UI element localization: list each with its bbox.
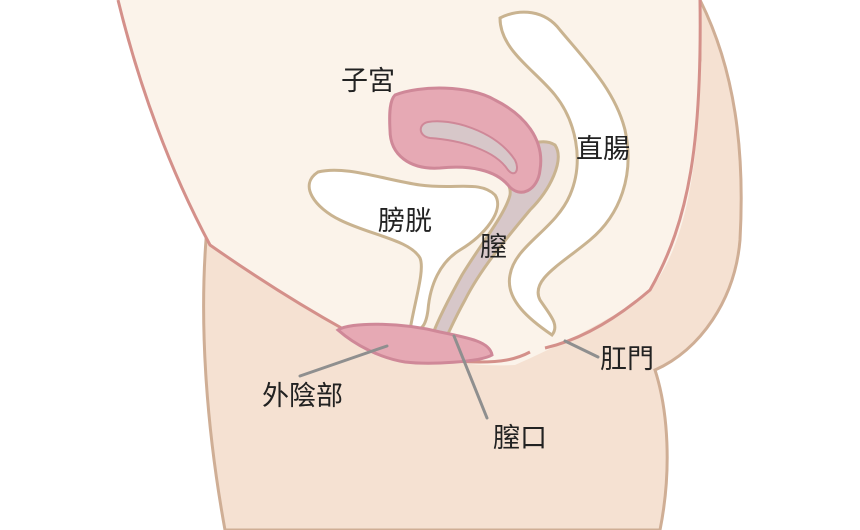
label-vaginal-opening: 膣口	[493, 423, 547, 454]
rectum-shape	[498, 10, 630, 338]
leader-vaginal-opening	[452, 334, 489, 420]
label-vagina: 膣	[480, 232, 507, 263]
label-uterus: 子宮	[341, 66, 395, 97]
leader-vulva	[298, 344, 389, 378]
back-outline	[544, 0, 702, 350]
torso-outline	[116, 0, 346, 332]
leader-anus	[563, 339, 600, 359]
label-rectum: 直腸	[576, 134, 630, 165]
uterus-cavity	[419, 120, 518, 175]
vulva-shape	[335, 322, 494, 365]
label-vulva: 外陰部	[262, 381, 343, 412]
bladder-shape	[307, 168, 499, 332]
label-bladder: 膀胱	[378, 206, 432, 237]
label-anus: 肛門	[600, 344, 654, 375]
